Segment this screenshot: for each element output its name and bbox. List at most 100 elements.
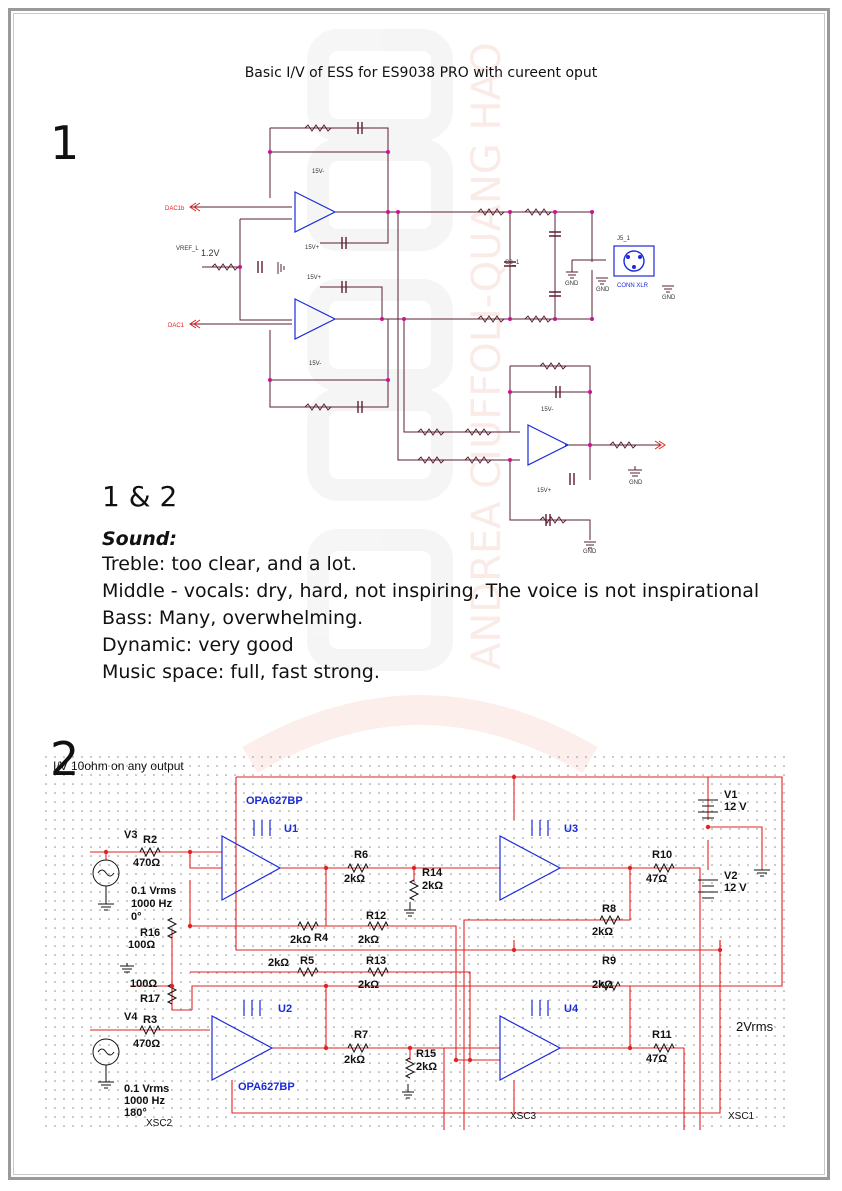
supply-ref-v2: V2 [724, 870, 737, 882]
schematic-1-nodes [238, 150, 594, 462]
resistor-ref-r3: R3 [143, 1014, 157, 1026]
schematic-2-sources [92, 799, 770, 1099]
resistor-value-r17: 100Ω [130, 978, 157, 990]
resistor-ref-r2: R2 [143, 834, 157, 846]
net-label-15vneg-3: 15V- [541, 407, 553, 413]
opamp-part-u2: OPA627BP [238, 1081, 295, 1093]
source-amp-v4: 0.1 Vrms [124, 1083, 169, 1095]
resistor-ref-r17: R17 [140, 993, 160, 1005]
schematic-1-opamps [294, 191, 570, 466]
resistor-ref-r4: R4 [314, 932, 329, 944]
output-voltage-label: 2Vrms [736, 1019, 774, 1034]
sound-heading: Sound: [102, 528, 177, 550]
schematic-1-resistors [211, 124, 637, 524]
dac-arrows [189, 202, 666, 450]
source-amp-v3: 0.1 Vrms [131, 885, 176, 897]
resistor-value-r2: 470Ω [133, 857, 160, 869]
gnd-label-3: GND [662, 295, 676, 301]
sound-line-dynamic: Dynamic: very good [102, 634, 294, 656]
conn-label-j5: J5_1 [617, 236, 631, 242]
schematic-2-junctions [103, 774, 723, 1063]
resistor-ref-r16: R16 [140, 927, 160, 939]
schematic-2-labels: OPA627BP OPA627BP U1 U2 U3 U4 V3 0.1 Vrm… [124, 789, 774, 1129]
schematic-2-resistors [139, 846, 675, 1079]
scope-label-xsc1: XSC1 [728, 1111, 755, 1122]
source-phase-v4: 180° [124, 1107, 147, 1119]
sound-line-treble: Treble: too clear, and a lot. [102, 553, 357, 575]
resistor-ref-r8: R8 [602, 903, 616, 915]
gnd-label-4: GND [629, 480, 643, 486]
section-number-2: 2 [50, 732, 80, 786]
opamp-part-u1: OPA627BP [246, 795, 303, 807]
source-freq-v4: 1000 Hz [124, 1095, 165, 1107]
net-label-dac1: DAC1 [168, 323, 185, 329]
schematic-1-labels: DAC1b DAC1 VREF_L 1.2V 15V- 15V+ 15V+ 15… [165, 169, 676, 555]
resistor-ref-r11: R11 [652, 1029, 672, 1041]
resistor-value-r11: 47Ω [646, 1053, 667, 1065]
gnd-label-1: GND [565, 281, 579, 287]
schematic-2-wires [90, 776, 783, 1130]
sound-line-bass: Bass: Many, overwhelming. [102, 607, 364, 629]
source-freq-v3: 1000 Hz [131, 898, 172, 910]
source-ref-v4: V4 [124, 1011, 138, 1023]
page-title: Basic I/V of ESS for ES9038 PRO with cur… [244, 65, 598, 81]
net-label-dac1b: DAC1b [165, 206, 185, 212]
supply-ref-v1: V1 [724, 789, 737, 801]
supply-value-v2: 12 V [724, 882, 747, 894]
opamp-ref-u4: U4 [564, 1003, 579, 1015]
schematic-1 [190, 127, 660, 540]
resistor-value-r5: 2kΩ [268, 957, 289, 969]
source-ref-v3: V3 [124, 829, 137, 841]
net-label-15vpos-1: 15V+ [305, 245, 320, 251]
resistor-value-r15: 2kΩ [416, 1061, 437, 1073]
scope-label-xsc3: XSC3 [510, 1111, 537, 1122]
resistor-ref-r13: R13 [366, 955, 386, 967]
scope-label-xsc2: XSC2 [146, 1118, 173, 1129]
net-label-15vpos-2: 15V+ [307, 275, 322, 281]
net-label-1v2: 1.2V [201, 248, 220, 258]
watermark: ANDREA CIUFFOLI-QUANG HAO [242, 29, 598, 773]
ground-symbols [277, 262, 674, 549]
schematic-2-opamps [211, 820, 562, 1081]
source-phase-v3: 0° [131, 911, 142, 923]
sound-line-middle: Middle - vocals: dry, hard, not inspirin… [102, 580, 760, 602]
net-label-15vpos-3: 15V+ [537, 488, 552, 494]
resistor-ref-r12: R12 [366, 910, 386, 922]
opamp-ref-u1: U1 [284, 823, 298, 835]
resistor-value-r7: 2kΩ [344, 1054, 365, 1066]
gnd-label-5: GND [583, 549, 597, 555]
resistor-value-r12: 2kΩ [358, 934, 379, 946]
resistor-ref-r5: R5 [300, 955, 314, 967]
resistor-ref-r14: R14 [422, 867, 443, 879]
grid-background [44, 752, 792, 1130]
resistor-ref-r9: R9 [602, 955, 616, 967]
resistor-value-r14: 2kΩ [422, 880, 443, 892]
opamp-ref-u2: U2 [278, 1003, 292, 1015]
page-frame [8, 8, 830, 1180]
resistor-value-r6: 2kΩ [344, 873, 365, 885]
resistor-ref-r6: R6 [354, 849, 368, 861]
sound-line-music-space: Music space: full, fast strong. [102, 661, 380, 683]
net-label-15vneg-2: 15V- [309, 361, 321, 367]
resistor-ref-r10: R10 [652, 849, 672, 861]
supply-value-v1: 12 V [724, 801, 747, 813]
resistor-value-r4: 2kΩ [290, 934, 311, 946]
page-frame-inner [13, 13, 825, 1175]
resistor-value-r9: 2kΩ [592, 979, 613, 991]
net-label-vref: VREF_L [176, 246, 199, 252]
xlr-connector [613, 245, 655, 277]
section-number-1: 1 [50, 116, 80, 170]
section-label-1-and-2: 1 & 2 [102, 480, 178, 513]
gnd-label-2: GND [596, 287, 610, 293]
resistor-value-r13: 2kΩ [358, 979, 379, 991]
resistor-ref-r15: R15 [416, 1048, 436, 1060]
net-label-15vneg-1: 15V- [312, 169, 324, 175]
watermark-text: ANDREA CIUFFOLI-QUANG HAO [464, 42, 510, 670]
resistor-value-r8: 2kΩ [592, 926, 613, 938]
resistor-value-r10: 47Ω [646, 873, 667, 885]
section-2-caption: I/V 10ohm on any output [53, 759, 184, 773]
resistor-value-r16: 100Ω [128, 939, 155, 951]
opamp-ref-u3: U3 [564, 823, 578, 835]
conn-label-xlr: CONN XLR [617, 283, 649, 289]
